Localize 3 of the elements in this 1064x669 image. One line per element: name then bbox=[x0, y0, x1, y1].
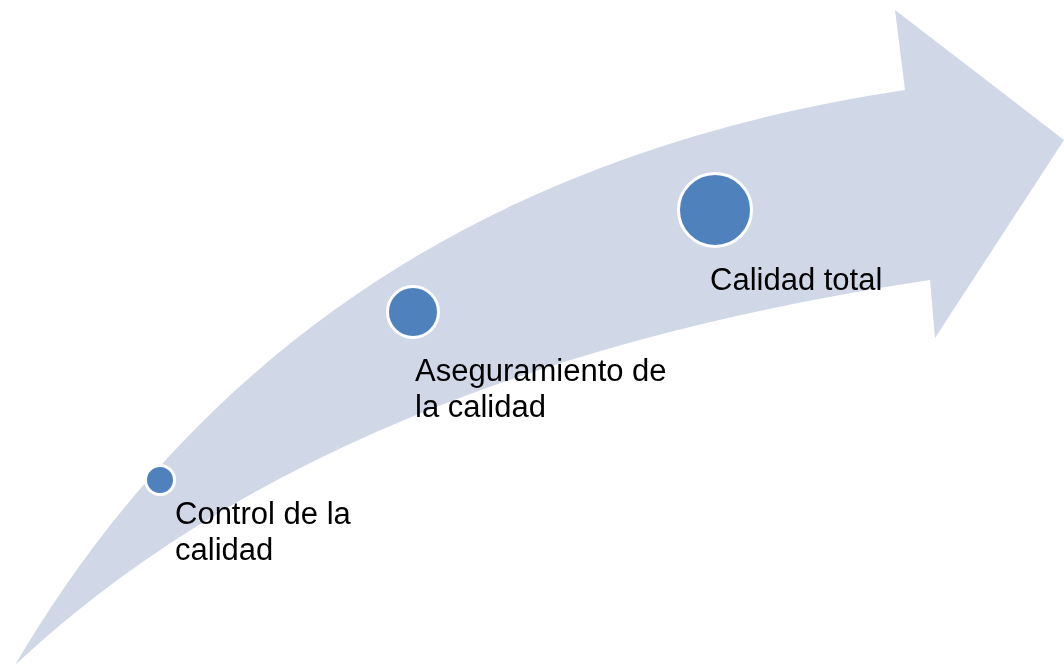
step-label: Calidad total bbox=[710, 262, 884, 298]
step-label: Control de la calidad bbox=[175, 496, 352, 568]
step-label: Aseguramiento de la calidad bbox=[415, 353, 668, 425]
